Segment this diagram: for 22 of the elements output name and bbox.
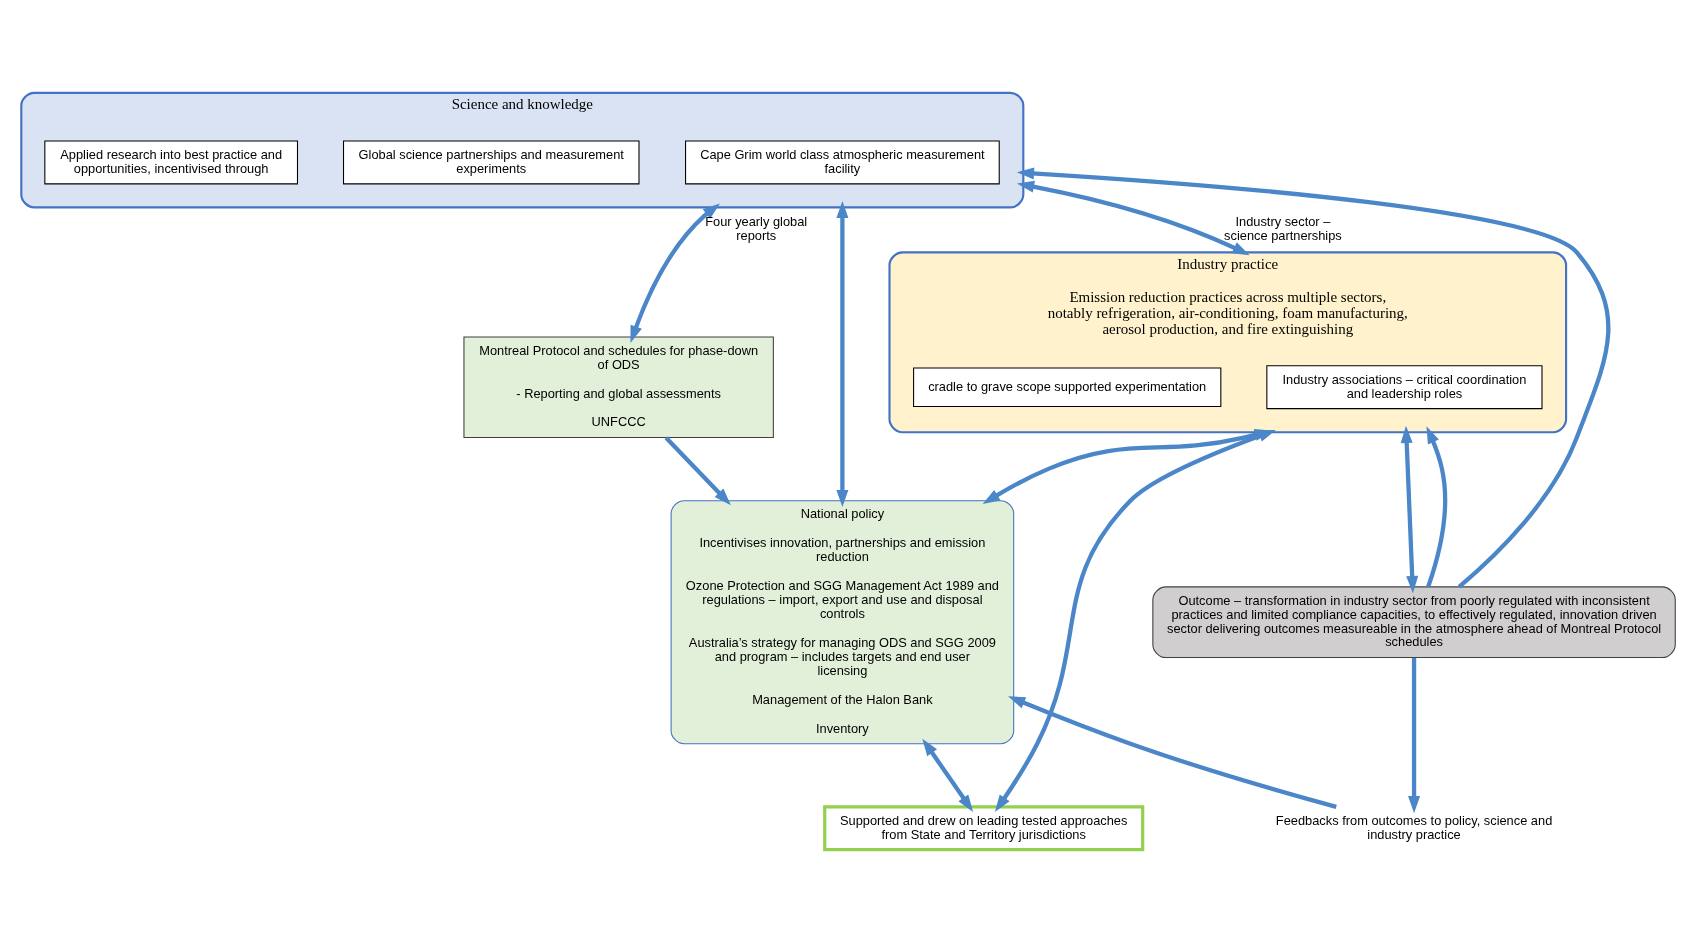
arrow — [1016, 166, 1611, 588]
node-box: Outcome – transformation in industry sector from poorly regulated with inconsistent practices and limited compliance capacities, to effectively regulated, innovation driven sector delivering outcomes measureable in the atmosphere ahead of Montreal Protocol schedules — [1152, 585, 1676, 658]
arrow — [1408, 657, 1421, 813]
node-box: Supported and drew on leading tested approaches from State and Territory jurisdictions — [823, 804, 1145, 851]
arrow — [922, 738, 974, 812]
node-text: Feedbacks from outcomes to policy, science and industry practice — [1275, 812, 1553, 842]
node-box: cradle to grave scope supported experimentation — [913, 366, 1222, 407]
edge-label: Industry sector – science partnerships — [1224, 213, 1342, 243]
arrow — [664, 435, 731, 505]
node-box: Applied research into best practice and opportunities, incentivised through — [44, 140, 299, 184]
arrow — [1016, 180, 1250, 255]
arrow — [1400, 425, 1419, 593]
node-box: Cape Grim world class atmospheric measurement facility — [685, 140, 1000, 184]
node-box: Global science partnerships and measurement experiments — [343, 140, 640, 184]
arrow — [836, 200, 849, 507]
node-box: Montreal Protocol and schedules for phase-down of ODS - Reporting and global assessments UNFCCC — [463, 335, 774, 438]
arrow — [1426, 425, 1448, 587]
node-box: National policy Incentivises innovation, partnerships and emission reduction Ozone Protection and SGG Management Act 1989 and regulations – import, export and use and disposal controls Australia’s strategy for managing ODS and SGG 2009 and program – includes targets and end user licensing Management of the Halon Bank Inventory — [670, 499, 1015, 744]
node-box: Industry associations – critical coordination and leadership roles — [1266, 364, 1543, 409]
edge-label: Four yearly global reports — [705, 213, 808, 243]
arrow — [630, 202, 720, 343]
arrow — [1008, 695, 1337, 809]
